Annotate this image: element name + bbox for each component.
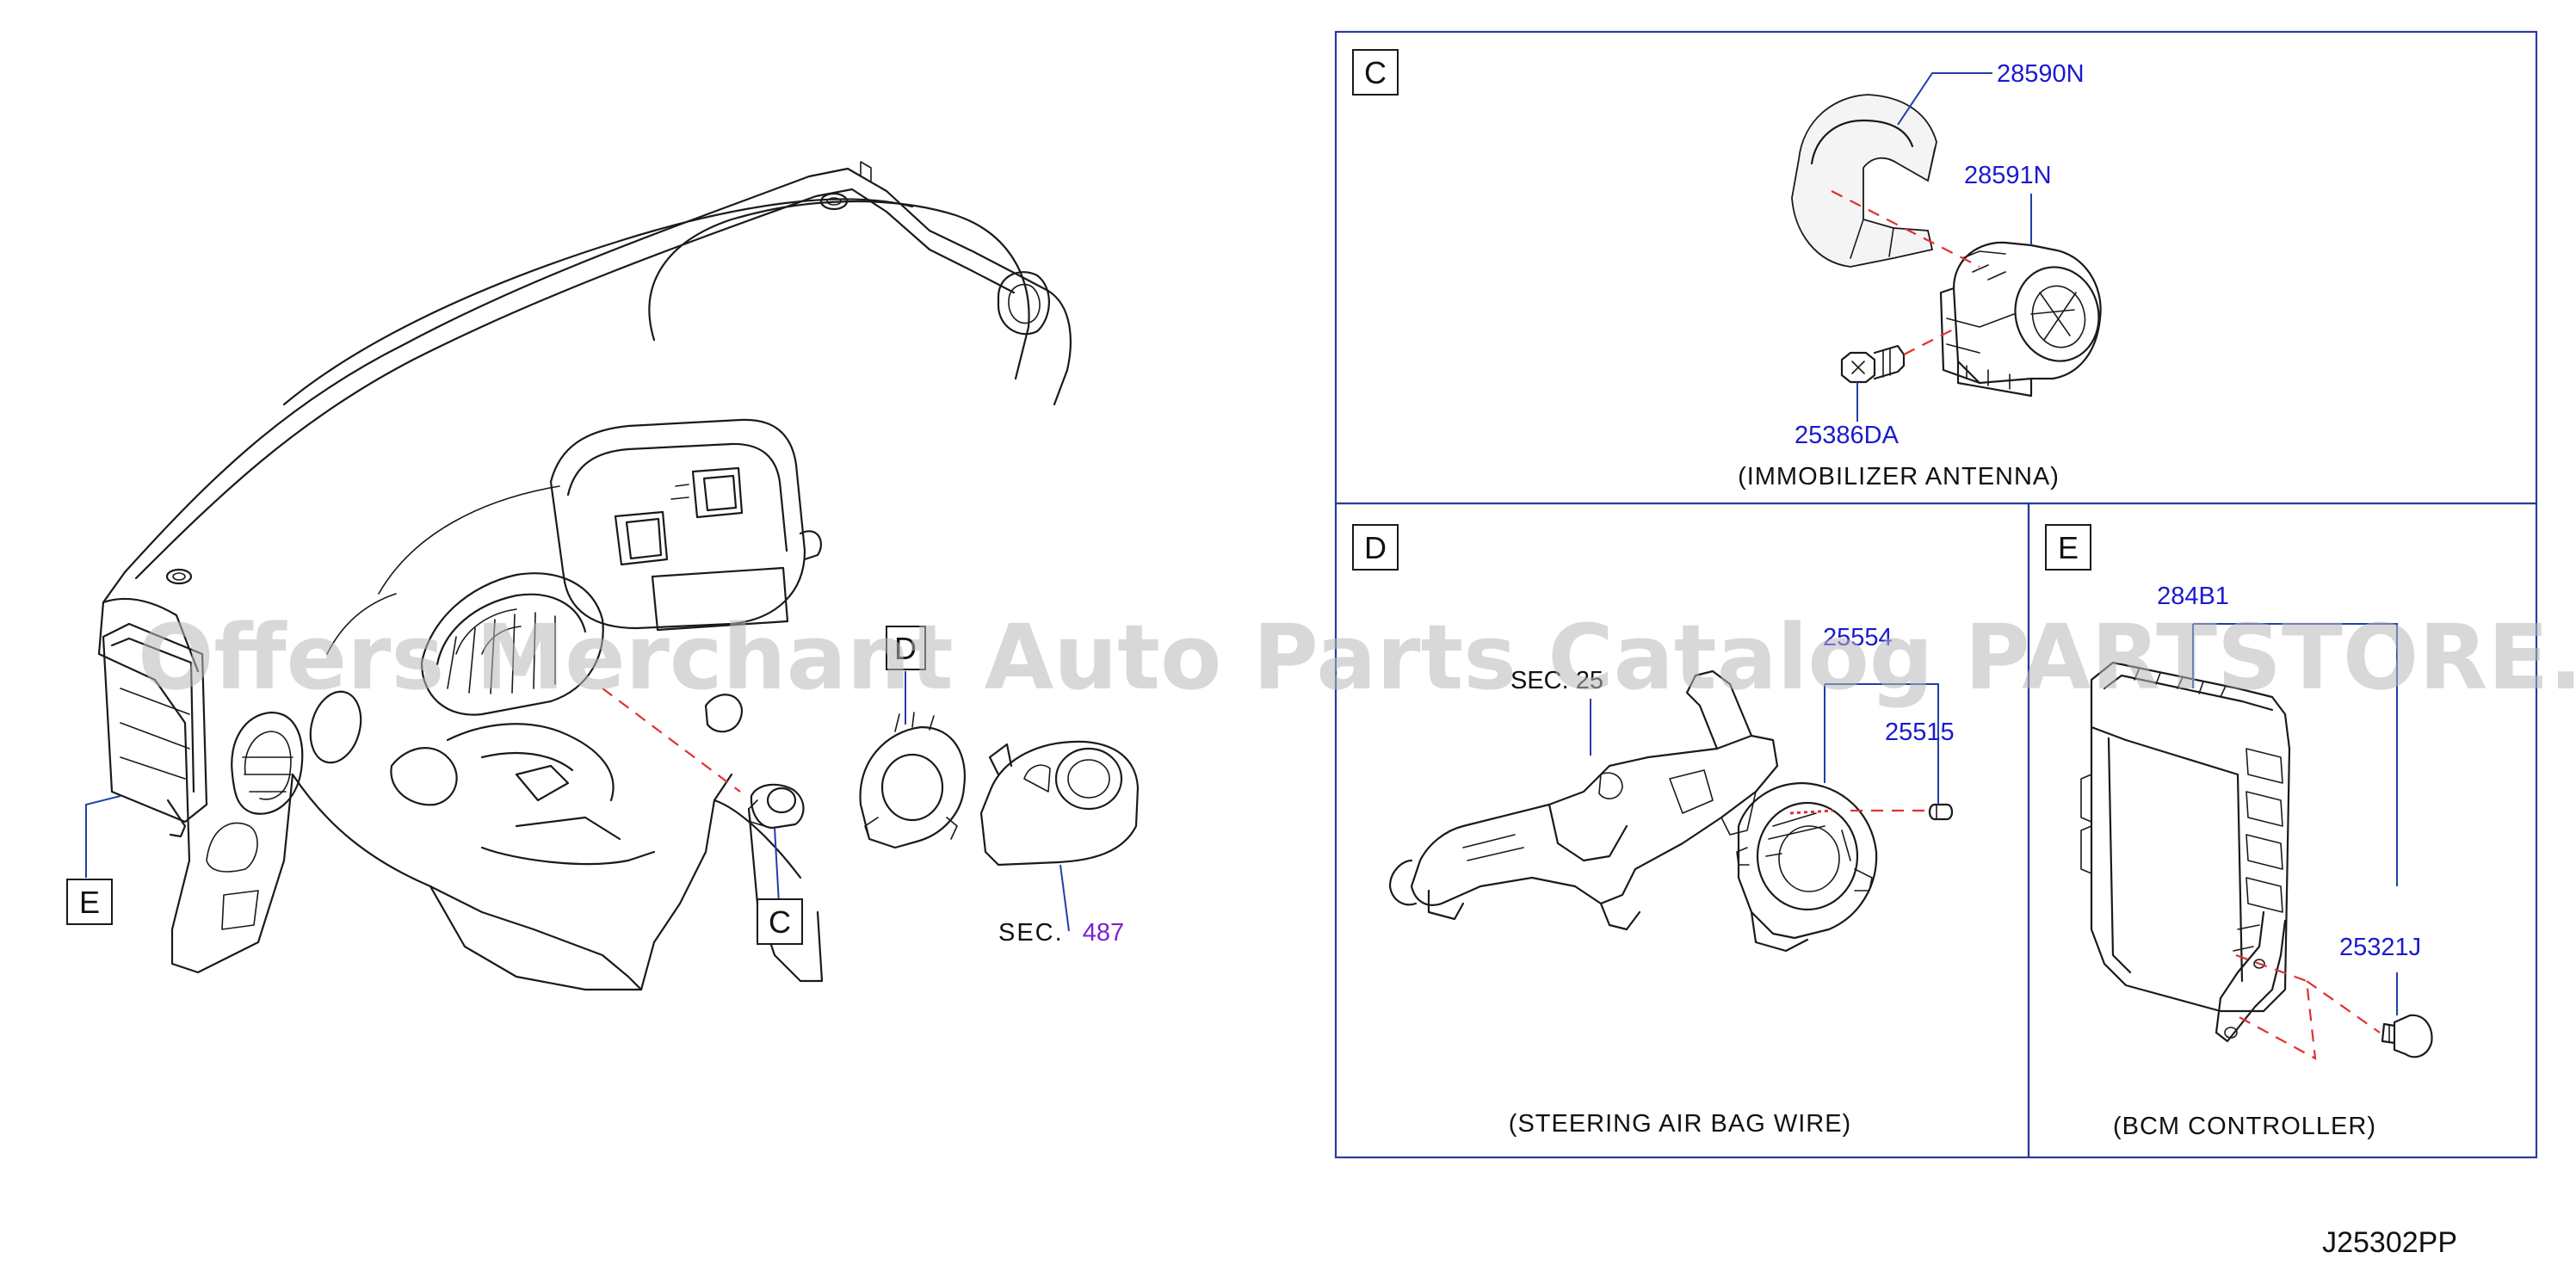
part-number-284B1[interactable]: 284B1 [2157, 583, 2229, 610]
overview-section-ref: SEC.487 [998, 919, 1124, 947]
plug-25515 [1928, 803, 1954, 821]
svg-text:D: D [1364, 530, 1387, 565]
part-number-25515[interactable]: 25515 [1885, 719, 1955, 746]
part-number-25554-partial[interactable]: 25554 [1823, 624, 1893, 651]
panel-d-caption: (STEERING AIR BAG WIRE) [1509, 1110, 1851, 1138]
overview-callout-e[interactable]: E [66, 879, 113, 925]
svg-text:C: C [1364, 55, 1387, 90]
panel-c-caption: (IMMOBILIZER ANTENNA) [1738, 463, 2060, 490]
overview-immobilizer-part [748, 783, 805, 830]
bcm-unit [2080, 661, 2291, 1043]
svg-text:C: C [769, 904, 791, 940]
panel-bcm-border [2027, 502, 2538, 1159]
overview-guide-line [602, 688, 741, 793]
screw-25321J [2381, 1014, 2433, 1058]
overview-callout-c[interactable]: C [757, 898, 803, 945]
panel-steering-border [1334, 502, 2030, 1159]
spiral-cable [1736, 781, 1878, 953]
diagram-code: J25302PP [2322, 1226, 2457, 1259]
e-guide-screw [2306, 980, 2381, 1033]
panel-bcm: E [2045, 524, 2433, 1140]
svg-text:E: E [79, 885, 100, 920]
part-number-28590N[interactable]: 28590N [1997, 60, 2085, 88]
svg-text:D: D [894, 631, 917, 666]
part-number-25321J[interactable]: 25321J [2339, 934, 2421, 961]
e-guide-bracket [2235, 953, 2317, 1060]
c-guide-cover [1831, 190, 1980, 268]
part-number-25386DA[interactable]: 25386DA [1795, 422, 1900, 449]
antenna-body-28591N [1939, 241, 2102, 398]
screw-25386DA [1840, 344, 1906, 384]
antenna-cover-28590N [1791, 94, 1937, 268]
panel-e-letter-box: E [2045, 524, 2091, 571]
panel-d-letter-box: D [1352, 524, 1399, 571]
overview-column-cover-part [979, 740, 1140, 867]
svg-text:E: E [2058, 530, 2079, 565]
part-number-28591N[interactable]: 28591N [1964, 162, 2052, 189]
overview-callout-d[interactable]: D [886, 626, 926, 670]
overview-clock-spring-part [859, 712, 966, 849]
combination-switch [1388, 669, 1779, 931]
panel-e-caption: (BCM CONTROLLER) [2113, 1113, 2376, 1140]
panel-immobilizer-border [1334, 30, 2538, 505]
section-link-25-partial[interactable]: SEC. 25 [1510, 667, 1603, 694]
c-guide-screw [1903, 326, 1959, 355]
dashboard-illustration [97, 161, 1072, 991]
panel-c-letter-box: C [1352, 49, 1399, 96]
section-link-487[interactable]: 487 [1083, 919, 1124, 947]
panel-immobilizer: C [1352, 49, 2102, 490]
watermark-text: Offers Merchant Auto Parts Catalog PARTS… [138, 605, 2576, 710]
detail-panels [1334, 30, 2538, 1159]
panel-steering: D [1352, 524, 1955, 1138]
